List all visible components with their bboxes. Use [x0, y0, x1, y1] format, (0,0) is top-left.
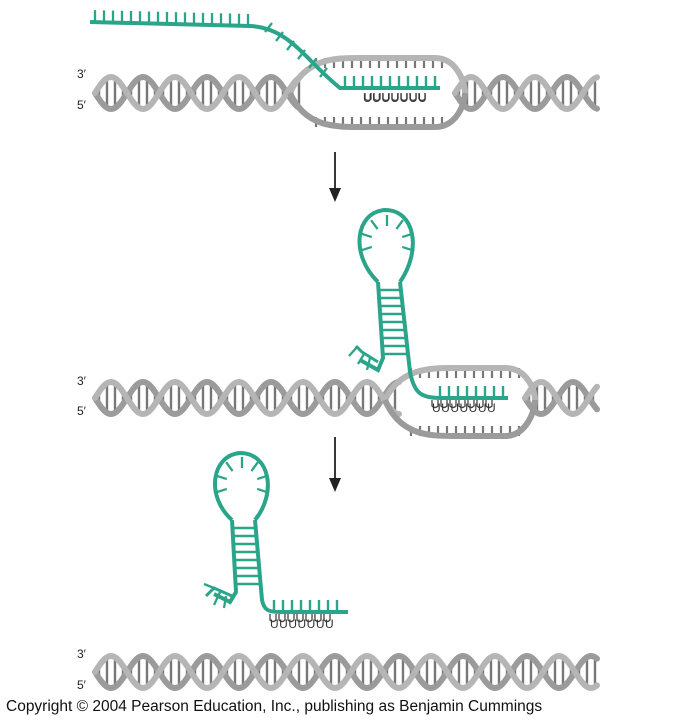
panel-3-released-rna: UUUUUUU 3′ 5′ [77, 450, 600, 692]
panel-1-elongating-rna: 3′ 5′ UUUUUUU [77, 10, 600, 130]
panel-3-label-3prime: 3′ [77, 647, 87, 661]
panel-3-uracil-run: UUUUUUU [270, 617, 334, 631]
step-arrow-2 [329, 437, 341, 492]
panel-1-rna-transcript [89, 10, 440, 90]
panel-3-label-5prime: 5′ [77, 678, 87, 692]
panel-2-uracil-run: UUUUUUU [432, 401, 496, 415]
copyright-notice: Copyright © 2004 Pearson Education, Inc.… [6, 698, 543, 715]
panel-1-transcription-bubble [287, 55, 468, 130]
panel-1-label-5prime: 5′ [77, 98, 87, 112]
panel-2-label-5prime: 5′ [77, 404, 87, 418]
panel-1-uracil-run: UUUUUUU [363, 91, 427, 105]
panel-3-dna-helix-reannealed [92, 652, 600, 692]
panel-1-label-3prime: 3′ [77, 67, 87, 81]
panel-2-dna-helix-right [522, 378, 600, 418]
panel-2-label-3prime: 3′ [77, 374, 87, 388]
panel-2-rna-hairpin [348, 207, 508, 400]
panel-1-dna-helix-right [452, 73, 600, 113]
panel-2-transcription-bubble [382, 365, 538, 439]
panel-1-dna-helix-left [92, 73, 302, 113]
panel-2-dna-helix-left [92, 378, 402, 418]
step-arrow-1 [329, 152, 341, 202]
panel-2-hairpin-formation: 3′ 5′ UUUUUUU [77, 207, 600, 439]
panel-3-released-rna-hairpin [203, 450, 348, 623]
